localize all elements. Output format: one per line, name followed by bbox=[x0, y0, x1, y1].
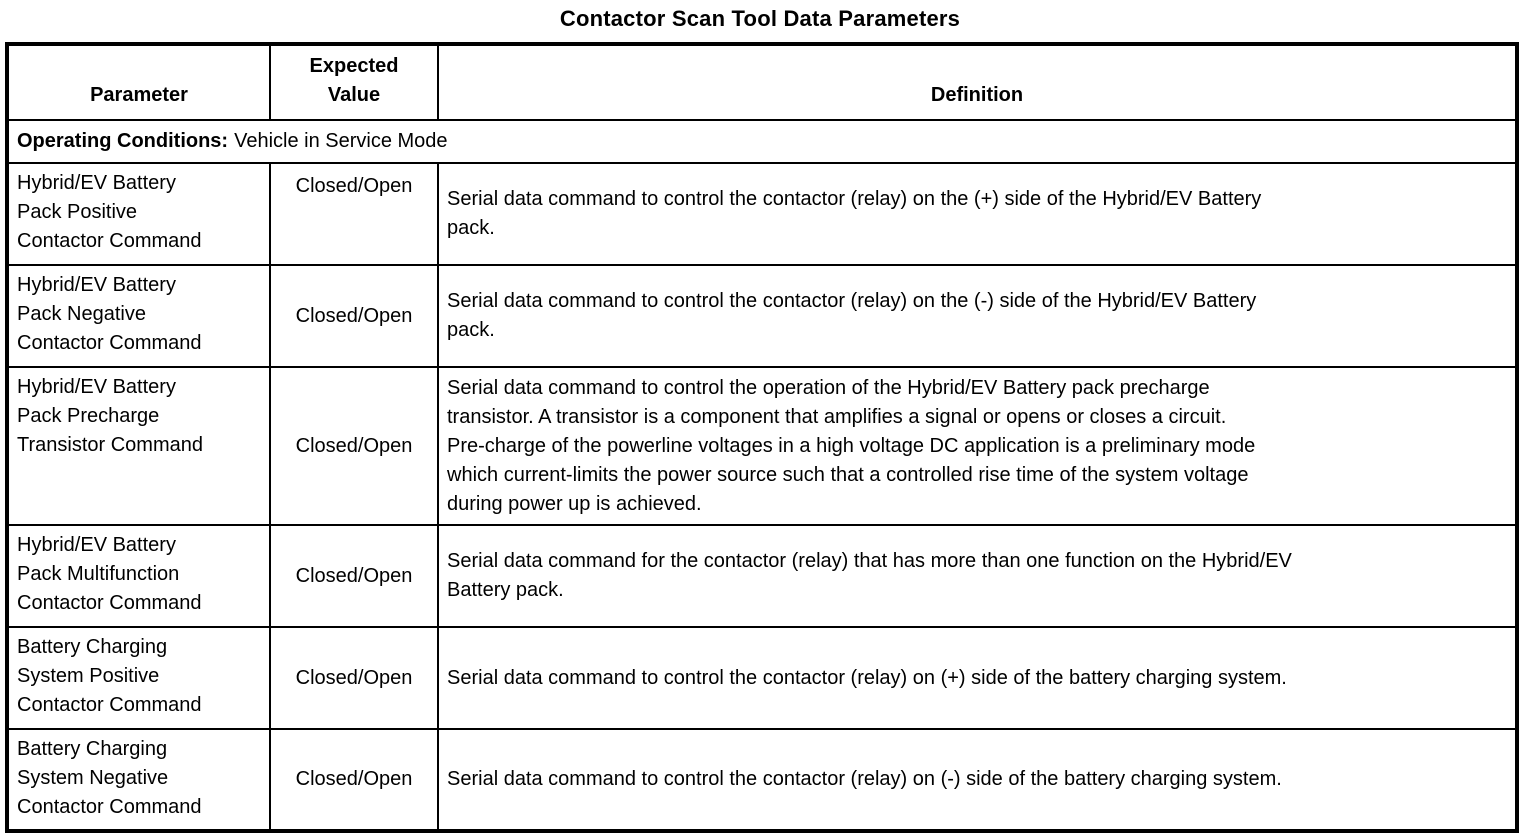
definition-cell: Serial data command to control the conta… bbox=[437, 264, 1518, 368]
table-row: Battery Charging System Negative Contact… bbox=[6, 728, 1518, 832]
operating-conditions-cell: Operating Conditions:Vehicle in Service … bbox=[6, 119, 1518, 164]
parameter-cell: Battery Charging System Positive Contact… bbox=[6, 626, 271, 730]
operating-conditions-label: Operating Conditions: bbox=[17, 130, 229, 152]
operating-conditions-row: Operating Conditions:Vehicle in Service … bbox=[6, 119, 1518, 164]
table-row: Hybrid/EV Battery Pack Precharge Transis… bbox=[6, 366, 1518, 526]
table-row: Hybrid/EV Battery Pack Negative Contacto… bbox=[6, 264, 1518, 368]
parameter-cell: Hybrid/EV Battery Pack Negative Contacto… bbox=[6, 264, 271, 368]
scan-tool-parameters-table: Parameter Expected Value Definition Oper… bbox=[5, 42, 1519, 833]
column-header-definition: Definition bbox=[437, 43, 1518, 121]
expected-value-cell: Closed/Open bbox=[269, 524, 439, 628]
header-row: Parameter Expected Value Definition bbox=[6, 43, 1518, 121]
parameter-cell: Hybrid/EV Battery Pack Precharge Transis… bbox=[6, 366, 271, 526]
parameter-cell: Hybrid/EV Battery Pack Multifunction Con… bbox=[6, 524, 271, 628]
definition-cell: Serial data command to control the conta… bbox=[437, 626, 1518, 730]
definition-cell: Serial data command to control the conta… bbox=[437, 162, 1518, 266]
table-title: Contactor Scan Tool Data Parameters bbox=[559, 6, 961, 31]
expected-value-cell: Closed/Open bbox=[269, 366, 439, 526]
expected-value-cell: Closed/Open bbox=[269, 728, 439, 832]
expected-value-cell: Closed/Open bbox=[269, 264, 439, 368]
column-header-expected-value-label: Expected Value bbox=[309, 55, 399, 106]
table-row: Battery Charging System Positive Contact… bbox=[6, 626, 1518, 730]
table-row: Hybrid/EV Battery Pack Positive Contacto… bbox=[6, 162, 1518, 266]
parameter-cell: Hybrid/EV Battery Pack Positive Contacto… bbox=[6, 162, 271, 266]
column-header-expected-value: Expected Value bbox=[269, 43, 439, 121]
expected-value-cell: Closed/Open bbox=[269, 162, 439, 266]
document-page: Contactor Scan Tool Data Parameters Para… bbox=[5, 0, 1519, 833]
table-row: Hybrid/EV Battery Pack Multifunction Con… bbox=[6, 524, 1518, 628]
operating-conditions-value: Vehicle in Service Mode bbox=[234, 130, 448, 152]
parameter-cell: Battery Charging System Negative Contact… bbox=[6, 728, 271, 832]
column-header-parameter: Parameter bbox=[6, 43, 271, 121]
expected-value-cell: Closed/Open bbox=[269, 626, 439, 730]
definition-cell: Serial data command for the contactor (r… bbox=[437, 524, 1518, 628]
definition-cell: Serial data command to control the opera… bbox=[437, 366, 1518, 526]
definition-cell: Serial data command to control the conta… bbox=[437, 728, 1518, 832]
